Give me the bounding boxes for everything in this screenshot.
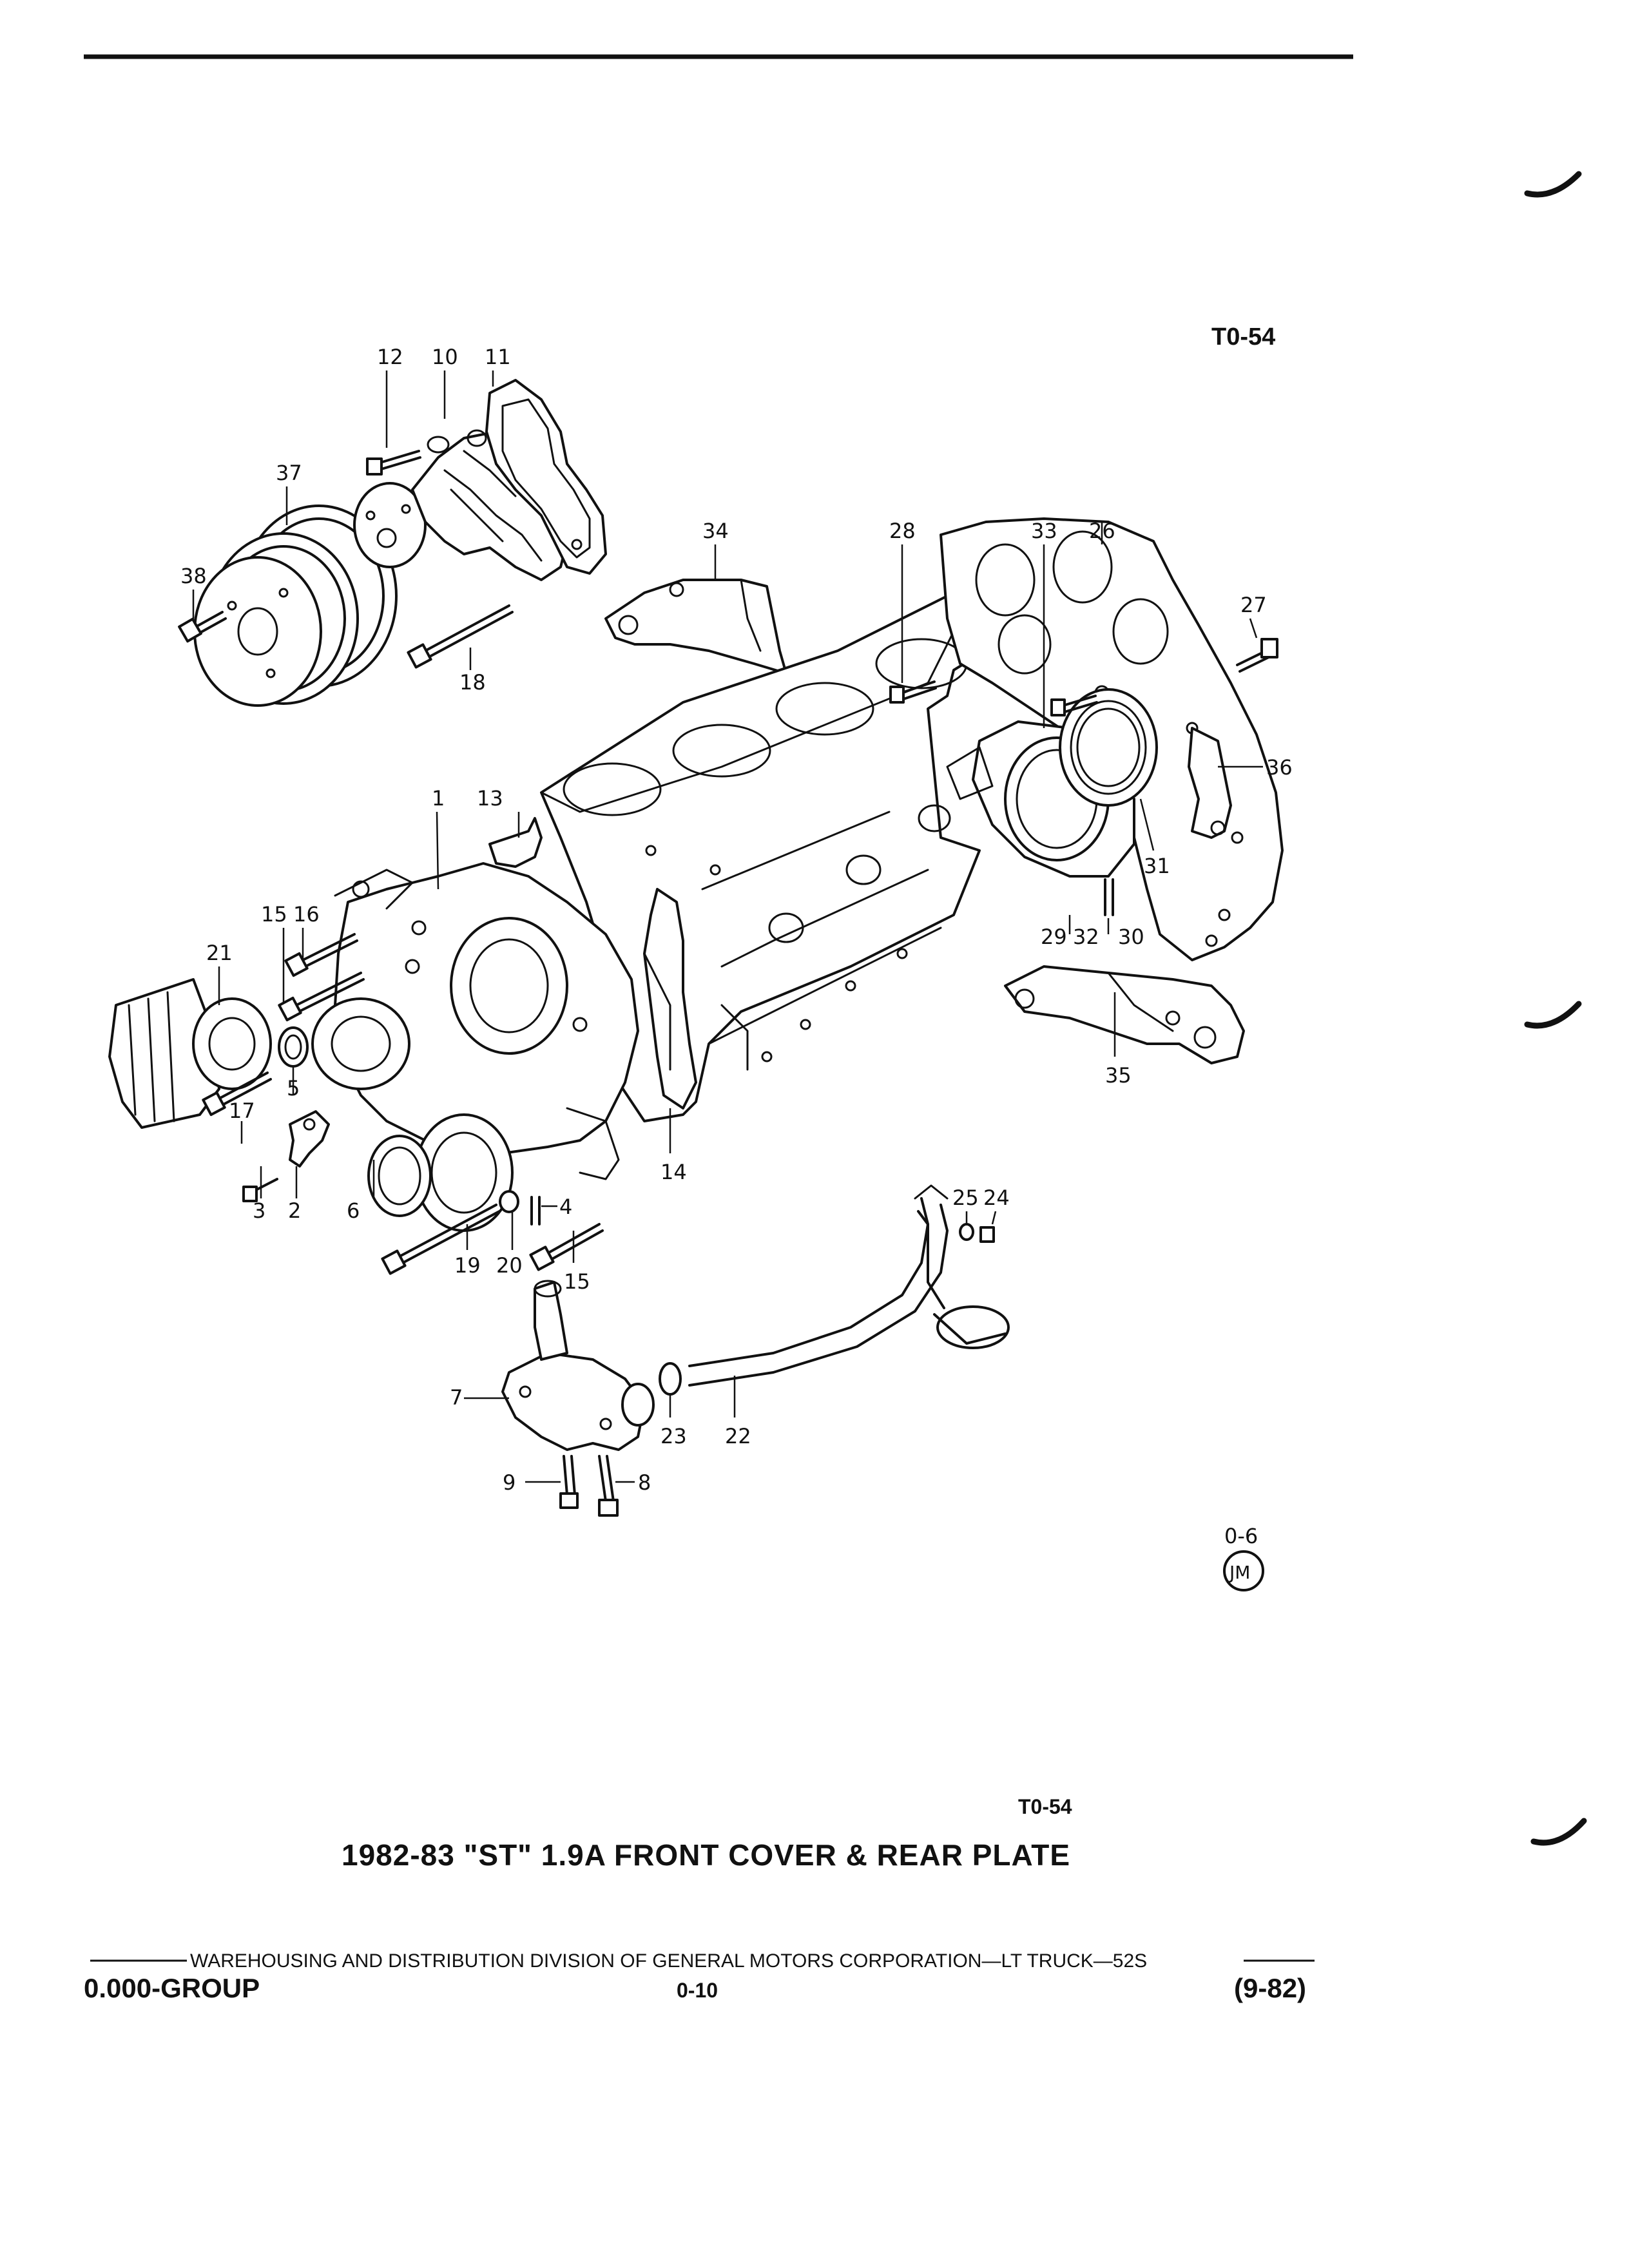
callout-12: 12 — [377, 345, 403, 369]
callout-18: 18 — [459, 670, 486, 695]
reference-stamp: 0-6 JM — [1223, 1524, 1264, 1591]
oil-pump — [501, 1280, 655, 1451]
cover-stud — [530, 1196, 541, 1225]
callout-36: 36 — [1266, 755, 1293, 780]
callout-11: 11 — [485, 345, 511, 369]
callout-30: 30 — [1118, 925, 1144, 949]
rear-plate-bolt — [1236, 638, 1278, 673]
callout-15b: 15 — [564, 1269, 590, 1294]
stamp-ref: 0-6 — [1224, 1524, 1258, 1548]
rear-oil-seal — [1059, 688, 1158, 807]
callout-6: 6 — [347, 1198, 360, 1223]
callout-8: 8 — [638, 1470, 651, 1495]
oil-pump-bolts — [559, 1455, 619, 1517]
footer-group: 0.000-GROUP — [84, 1973, 260, 2003]
front-cover-gasket-side — [643, 888, 697, 1110]
callout-24: 24 — [983, 1186, 1010, 1210]
engine-bracket — [604, 579, 787, 675]
front-oil-seal — [367, 1135, 432, 1217]
footer-date: (9-82) — [1234, 1973, 1306, 2003]
footer-page-number: 0-10 — [677, 1979, 718, 2002]
filter-stud — [202, 1072, 272, 1117]
oil-filter — [108, 978, 272, 1129]
diagram-code-top: T0-54 — [1211, 323, 1275, 351]
pickup-o-ring — [659, 1362, 682, 1396]
callout-33: 33 — [1031, 519, 1057, 543]
mount-bracket — [1004, 965, 1245, 1064]
water-pump-gasket — [485, 379, 607, 575]
callout-16: 16 — [293, 902, 320, 927]
diagram-code-bottom: T0-54 — [1018, 1795, 1072, 1818]
stamp-initials: JM — [1228, 1562, 1250, 1583]
callout-29: 29 — [1041, 925, 1067, 949]
binding-marks — [1524, 171, 1587, 1846]
water-pump-pulley — [193, 505, 398, 707]
callout-27: 27 — [1240, 593, 1267, 617]
rear-plate-bracket — [1188, 727, 1232, 839]
front-cover — [311, 862, 639, 1232]
front-cover-gasket-upper — [488, 817, 543, 868]
callout-32: 32 — [1073, 925, 1099, 949]
callout-15a: 15 — [261, 902, 287, 927]
callout-5: 5 — [287, 1076, 300, 1100]
callout-23: 23 — [660, 1424, 687, 1448]
callout-34: 34 — [702, 519, 729, 543]
pulley-bolt — [178, 611, 227, 643]
callout-25: 25 — [952, 1186, 979, 1210]
front-cover-bolts — [278, 933, 365, 1022]
callout-9: 9 — [503, 1470, 516, 1495]
callout-28: 28 — [889, 519, 916, 543]
callout-17: 17 — [229, 1099, 255, 1123]
block-stud — [889, 680, 937, 704]
callout-10: 10 — [432, 345, 458, 369]
callout-14: 14 — [660, 1160, 687, 1184]
callout-20: 20 — [496, 1253, 523, 1278]
callout-21: 21 — [206, 941, 233, 965]
switch-screw — [242, 1178, 278, 1202]
page-title: 1982-83 "ST" 1.9A FRONT COVER & REAR PLA… — [342, 1838, 1070, 1872]
callout-4: 4 — [559, 1195, 572, 1219]
callout-2: 2 — [288, 1198, 301, 1223]
oil-pickup-tube — [688, 1184, 1010, 1387]
pump-bolt-short — [366, 450, 421, 476]
relief-valve-spring — [278, 1026, 309, 1068]
callout-7: 7 — [450, 1385, 463, 1410]
callout-3: 3 — [253, 1198, 265, 1223]
callout-labels: 12 10 11 37 38 18 34 28 33 26 27 36 31 2… — [180, 345, 1293, 1495]
cover-long-bolts — [381, 1204, 604, 1275]
callout-19: 19 — [454, 1253, 481, 1278]
callout-38: 38 — [180, 564, 207, 588]
leader-lines — [192, 370, 1263, 1483]
retainer-bolt — [1050, 695, 1098, 716]
pickup-bolt — [959, 1223, 995, 1243]
pump-bolt-long — [407, 604, 514, 669]
callout-31: 31 — [1144, 854, 1170, 878]
callout-22: 22 — [725, 1424, 751, 1448]
callout-1: 1 — [432, 786, 445, 811]
footer-division-line: WAREHOUSING AND DISTRIBUTION DIVISION OF… — [190, 1950, 1147, 1972]
oil-pressure-switch — [289, 1110, 330, 1168]
cover-washer — [499, 1190, 519, 1213]
stamp-circle — [1223, 1550, 1264, 1591]
callout-35: 35 — [1105, 1063, 1132, 1088]
callout-37: 37 — [276, 461, 302, 485]
retainer-stud — [1104, 878, 1114, 916]
callout-26: 26 — [1089, 519, 1115, 543]
callout-13: 13 — [477, 786, 503, 811]
